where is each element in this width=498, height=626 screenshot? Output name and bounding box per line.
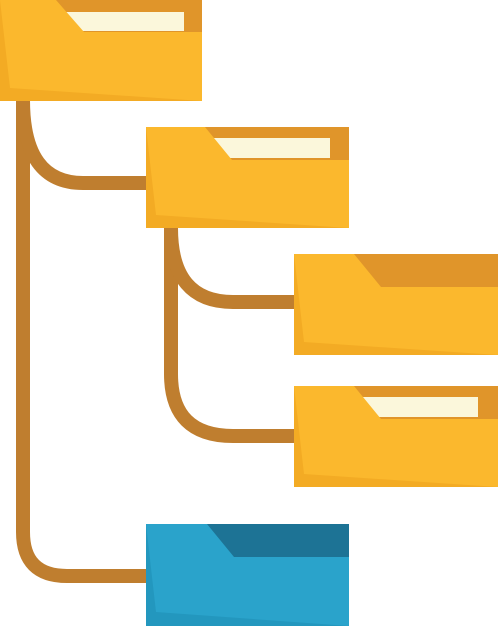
folder-icon: [146, 127, 349, 228]
connector-root-to-child-2: [16, 96, 150, 583]
connector-child-1-to-grandchild-2: [164, 224, 298, 443]
tree-connectors: [16, 96, 298, 583]
folder-icon: [0, 0, 202, 101]
folder-icon: [146, 524, 349, 626]
folder-icon: [294, 254, 498, 355]
folder-icon: [294, 386, 498, 487]
connector-root-to-child-1: [16, 99, 150, 190]
connector-child-1-to-grandchild-1: [164, 227, 298, 309]
